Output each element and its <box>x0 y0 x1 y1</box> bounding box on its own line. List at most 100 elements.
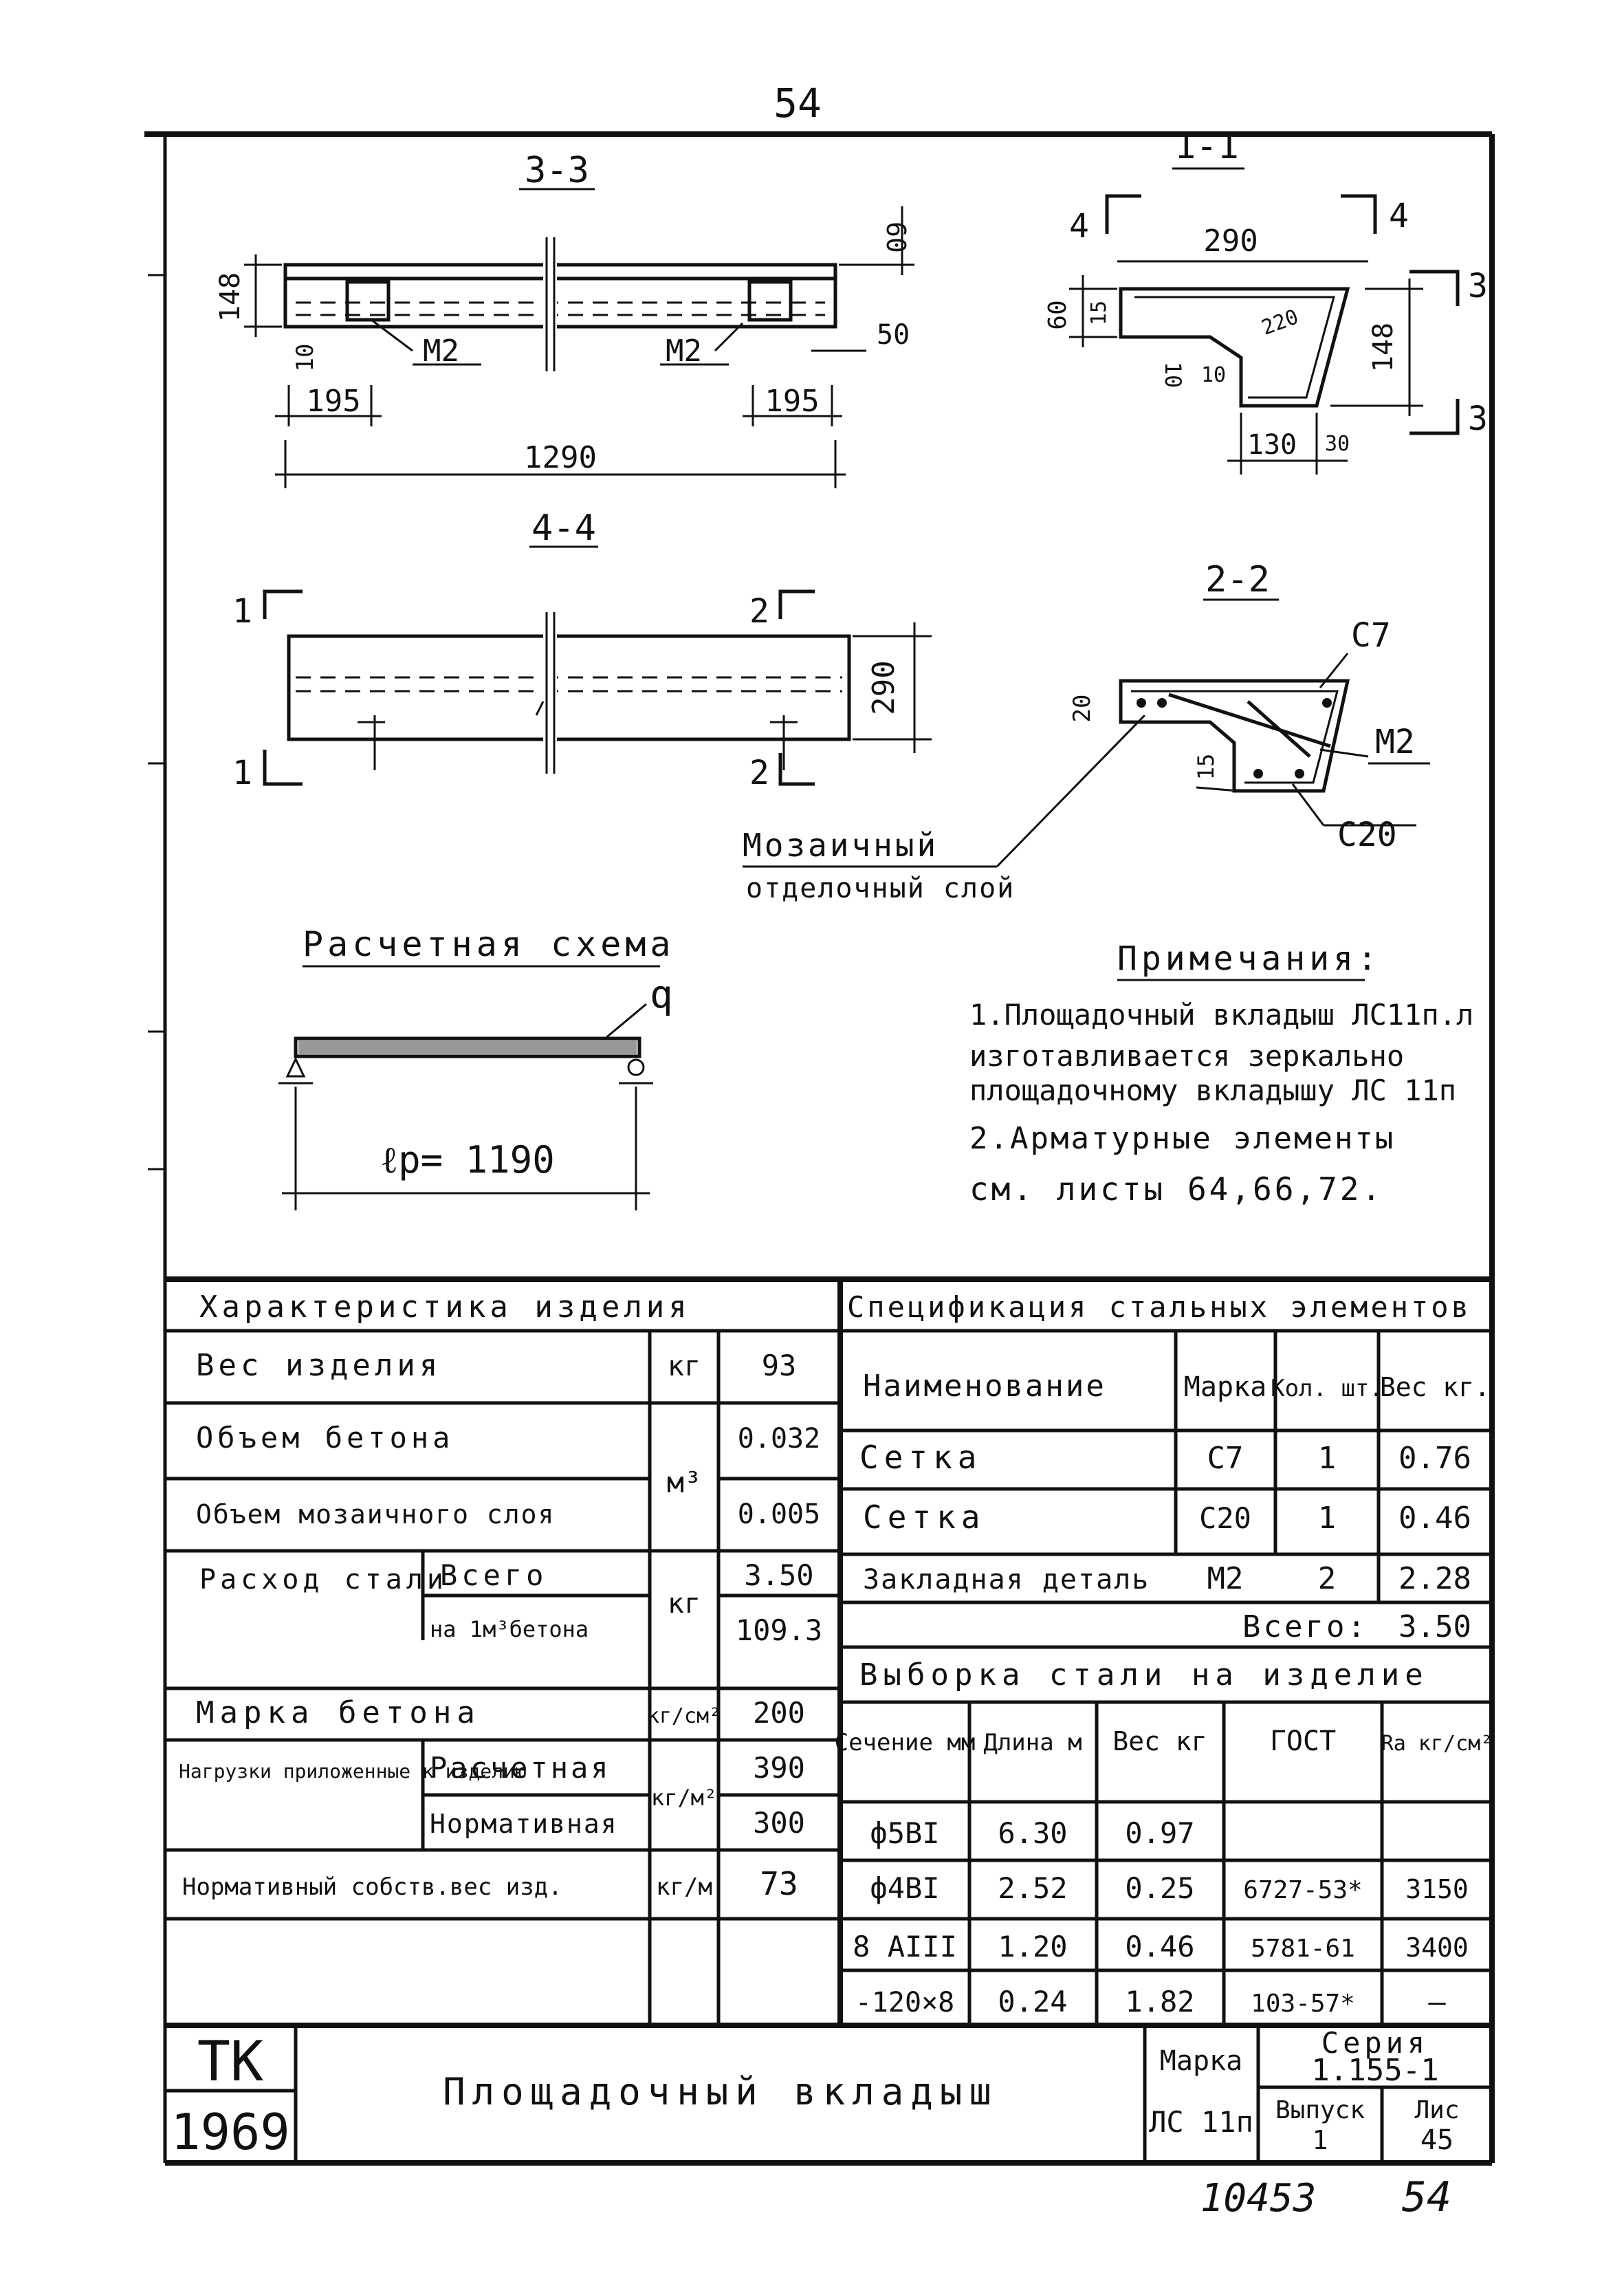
part-2-2-m2: M2 <box>1375 723 1415 761</box>
part-3-3-left: M2 <box>423 334 459 369</box>
cut-1-1-left: 4 <box>1069 207 1089 246</box>
section-2-2: 2-2 C7 M2 C20 20 15 <box>743 559 1430 868</box>
steel-header-weight: Вес кг <box>1112 1726 1207 1756</box>
design-scheme: Расчетная схема q ℓр= 1190 <box>278 924 675 1210</box>
steel-row-3-gost: 5781-61 <box>1251 1935 1355 1963</box>
dim-3-3-height: 148 <box>215 272 246 322</box>
steel-row-4-section: -120×8 <box>855 1987 955 2018</box>
archive-number: 10453 <box>1200 2176 1317 2221</box>
steel-row-4-gost: 103-57* <box>1251 1990 1355 2018</box>
section-3-3: 3-3 148 60 50 10 M2 M2 195 <box>215 150 914 488</box>
spec-row-2-qty: 1 <box>1318 1501 1337 1536</box>
characteristics-table: Характеристика изделия Вес изделия кг 93… <box>165 1289 840 2025</box>
spec-row-2-name: Сетка <box>863 1499 985 1536</box>
spec-row-2-weight: 0.46 <box>1398 1501 1471 1536</box>
spec-total-value: 3.50 <box>1398 1609 1471 1644</box>
char-row-concrete-name: Объем бетона <box>196 1421 454 1455</box>
spec-row-1-qty: 1 <box>1318 1441 1337 1476</box>
steel-row-2-section: ф4ВI <box>870 1871 939 1905</box>
steel-selection-table: Выборка стали на изделие Сечение мм Длин… <box>835 1657 1493 2025</box>
mosaic-layer-note: Мозаичный отделочный слой <box>743 827 1015 904</box>
steel-row-3-ra: 3400 <box>1405 1933 1469 1963</box>
note-line-5: см. листы 64,66,72. <box>969 1171 1383 1208</box>
dim-3-3-10: 10 <box>292 344 319 372</box>
spec-row-2-mark: С20 <box>1199 1501 1251 1535</box>
char-row-steel-unit: кг <box>668 1588 701 1620</box>
dim-1-1-width: 290 <box>1203 224 1258 259</box>
char-row-selfweight-unit: кг/м <box>656 1873 712 1901</box>
title-series: 1.155-1 <box>1311 2053 1438 2088</box>
dim-1-1-10a: 10 <box>1160 362 1186 389</box>
steel-row-4-ra: — <box>1428 1985 1446 2018</box>
spec-row-1-name: Сетка <box>859 1439 982 1476</box>
dim-1-1-130: 130 <box>1247 429 1297 461</box>
char-row-grade-name: Марка бетона <box>196 1695 481 1730</box>
steel-selection-title: Выборка стали на изделие <box>859 1657 1429 1692</box>
steel-row-2-length: 2.52 <box>998 1871 1067 1905</box>
design-scheme-title: Расчетная схема <box>303 924 675 964</box>
notes-title: Примечания: <box>1117 939 1381 978</box>
mosaic-note-line1: Мозаичный <box>743 827 939 864</box>
char-row-weight-name: Вес изделия <box>196 1348 441 1383</box>
steel-row-1-section: ф5ВI <box>870 1816 939 1850</box>
cut-1-1-3-bottom: 3 <box>1468 400 1488 438</box>
spec-header-name: Наименование <box>863 1369 1106 1404</box>
steel-header-length: Длина м <box>983 1729 1082 1756</box>
steel-row-1-length: 6.30 <box>998 1816 1067 1850</box>
steel-header-ra: Ra кг/см² <box>1381 1732 1493 1756</box>
title-year: 1969 <box>171 2103 289 2161</box>
section-4-4-label: 4-4 <box>531 508 596 549</box>
page-number-bottom: 54 <box>1402 2173 1451 2221</box>
note-line-3: площадочному вкладышу ЛС 11п <box>969 1074 1456 1107</box>
mosaic-note-line2: отделочный слой <box>746 873 1015 904</box>
title-issue-label: Выпуск <box>1275 2096 1365 2124</box>
part-3-3-right: M2 <box>666 334 702 369</box>
dim-1-1-height: 148 <box>1368 323 1399 372</box>
notes-block: Примечания: 1.Площадочный вкладыш ЛС11п.… <box>969 939 1473 1208</box>
steel-header-section: Сечение мм <box>835 1729 976 1756</box>
char-row-weight-value: 93 <box>762 1349 797 1382</box>
char-row-loads-normative-value: 300 <box>753 1806 805 1840</box>
section-3-3-label: 3-3 <box>525 150 589 191</box>
steel-row-2-ra: 3150 <box>1405 1874 1469 1904</box>
dim-1-1-60: 60 <box>1044 300 1072 329</box>
cut-4-4-1-top: 1 <box>232 592 252 631</box>
steel-row-1-weight: 0.97 <box>1125 1816 1194 1850</box>
design-scheme-span: ℓр= 1190 <box>380 1138 554 1182</box>
char-row-mosaic-name: Объем мозаичного слоя <box>196 1499 555 1530</box>
dim-3-3-total: 1290 <box>524 440 597 475</box>
cut-4-4-1-bottom: 1 <box>232 754 252 792</box>
cut-4-4-2-bottom: 2 <box>749 754 769 792</box>
char-row-grade-value: 200 <box>753 1696 805 1730</box>
dim-3-3-195-left: 195 <box>306 384 360 419</box>
char-row-steel-per-m3-label: на 1м³бетона <box>430 1616 589 1642</box>
dim-4-4-right: 290 <box>866 660 901 715</box>
steel-row-3-section: 8 АIII <box>853 1930 957 1963</box>
spec-row-1-weight: 0.76 <box>1398 1441 1471 1476</box>
char-row-steel-per-m3-value: 109.3 <box>736 1613 822 1647</box>
spec-row-3-qty: 2 <box>1318 1561 1337 1596</box>
spec-header-mark: Марка <box>1184 1371 1266 1403</box>
note-line-2: изготавливается зеркально <box>969 1039 1404 1073</box>
specification-table: Спецификация стальных элементов Наименов… <box>840 1290 1492 1649</box>
title-sheet: 45 <box>1420 2124 1453 2156</box>
steel-row-2-gost: 6727-53* <box>1243 1876 1362 1904</box>
title-name: Площадочный вкладыш <box>443 2070 998 2113</box>
char-row-loads-design-value: 390 <box>753 1751 805 1785</box>
char-row-loads-normative-label: Нормативная <box>430 1809 618 1839</box>
sheet-frame <box>144 131 1495 2166</box>
part-2-2-c20: C20 <box>1337 816 1397 854</box>
note-line-4: 2.Арматурные элементы <box>969 1121 1395 1156</box>
dim-1-1-10b: 10 <box>1201 363 1226 387</box>
dim-1-1-30: 30 <box>1325 432 1350 456</box>
steel-row-4-length: 0.24 <box>998 1985 1067 2018</box>
note-line-1: 1.Площадочный вкладыш ЛС11п.л <box>969 998 1473 1032</box>
char-row-loads-design-label: Расчетная <box>430 1751 611 1785</box>
steel-row-2-weight: 0.25 <box>1125 1871 1194 1905</box>
specification-title: Спецификация стальных элементов <box>847 1290 1471 1324</box>
spec-row-3-mark: М2 <box>1207 1561 1244 1596</box>
cut-4-4-2-top: 2 <box>749 592 769 631</box>
cut-1-1-right: 4 <box>1389 197 1409 235</box>
char-row-steel-name: Расход стали <box>199 1564 448 1596</box>
